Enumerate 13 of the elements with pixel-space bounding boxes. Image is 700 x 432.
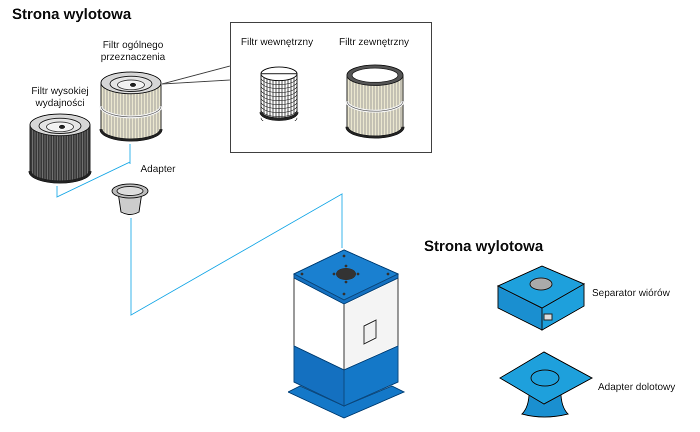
part-label: Filtr wysokiej wydajności — [30, 86, 90, 110]
part-label: Separator wiórów — [592, 288, 671, 300]
part-label: Adapter dolotowy — [598, 382, 676, 394]
connector-line — [130, 193, 342, 316]
section-heading: Strona wylotowa — [424, 238, 544, 255]
connector-line — [56, 161, 130, 198]
part-label: Adapter — [139, 164, 177, 176]
part-label: Filtr zewnętrzny — [338, 37, 410, 49]
part-label: Filtr ogólnego przeznaczenia — [100, 40, 166, 64]
part-label: Filtr wewnętrzny — [240, 37, 314, 49]
section-heading: Strona wylotowa — [12, 6, 132, 23]
callout-box — [230, 22, 432, 153]
callout-pointer — [162, 66, 230, 84]
